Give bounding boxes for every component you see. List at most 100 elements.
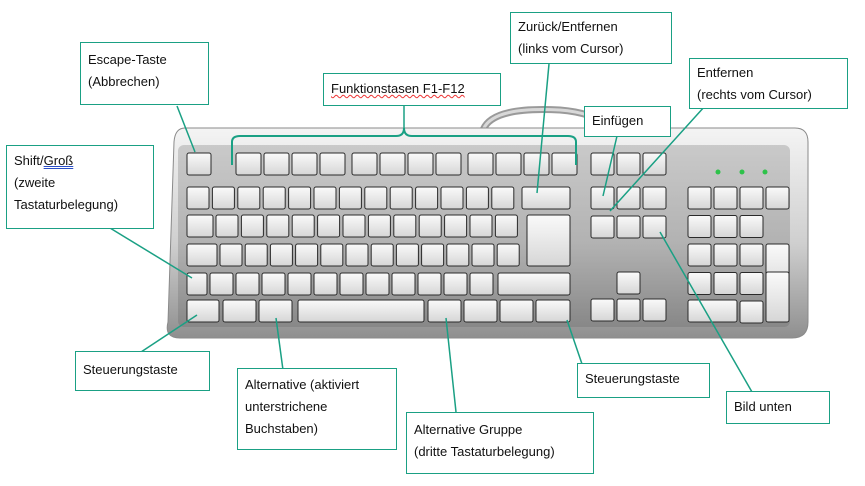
keyboard-key xyxy=(440,186,464,210)
keyboard-key xyxy=(616,298,641,322)
keyboard-key xyxy=(421,243,445,267)
keyboard-key xyxy=(616,152,641,176)
pagedown-key-callout: Bild unten xyxy=(726,391,830,424)
keyboard-key xyxy=(739,272,764,295)
keyboard-key xyxy=(465,186,489,210)
keyboard-key xyxy=(338,186,362,210)
keyboard-key xyxy=(291,214,315,238)
keyboard-key xyxy=(389,186,413,210)
keyboard-key xyxy=(739,300,764,324)
keyboard-key xyxy=(288,186,312,210)
keyboard-key xyxy=(687,299,738,323)
callout-text: Groß xyxy=(43,153,74,168)
keyboard-key xyxy=(687,186,712,210)
keyboard-key xyxy=(379,152,406,176)
leader-line xyxy=(445,317,457,413)
keyboard-key xyxy=(499,299,534,323)
insert-key-callout: Einfügen xyxy=(584,106,671,137)
leader-line xyxy=(602,135,618,197)
keyboard-key xyxy=(642,152,667,176)
callout-line: (rechts vom Cursor) xyxy=(697,87,812,102)
keyboard-key xyxy=(713,186,738,210)
keyboard-key xyxy=(393,214,417,238)
keyboard-key xyxy=(263,152,290,176)
callout-line: Funktionstasen F1-F12 xyxy=(331,81,465,96)
keyboard-key xyxy=(467,152,494,176)
callout-line: (zweite xyxy=(14,175,56,190)
keyboard-key xyxy=(497,272,571,296)
keyboard-key xyxy=(469,214,493,238)
leader-line xyxy=(109,227,193,279)
keyboard-key xyxy=(765,271,790,323)
keyboard-key xyxy=(739,243,764,267)
altgr-key-callout: Alternative Gruppe (dritte Tastaturbeleg… xyxy=(406,412,594,474)
keyboard-key xyxy=(415,186,439,210)
ctrl-left-callout: Steuerungstaste xyxy=(75,351,210,391)
callout-line: (dritte Tastaturbelegung) xyxy=(414,444,555,459)
keyboard-key xyxy=(186,186,210,210)
keyboard-key xyxy=(342,214,366,238)
keyboard-key xyxy=(590,186,615,210)
leader-line xyxy=(609,105,706,212)
keyboard-key xyxy=(494,214,518,238)
callout-line: (links vom Cursor) xyxy=(518,41,624,56)
ctrl-right-callout: Steuerungstaste xyxy=(577,363,710,398)
callout-line: Einfügen xyxy=(592,113,644,128)
callout-line: Steuerungstaste xyxy=(585,371,680,386)
keyboard-key xyxy=(186,243,218,267)
keyboard-key xyxy=(295,243,319,267)
keyboard-key xyxy=(320,243,344,267)
keyboard-key xyxy=(469,272,494,296)
keyboard-key xyxy=(687,215,712,238)
keyboard-key xyxy=(765,186,790,210)
keyboard-key xyxy=(491,186,515,210)
keyboard-key xyxy=(642,215,667,239)
keyboard-key xyxy=(526,214,571,267)
leader-line xyxy=(137,314,198,355)
keyboard-key xyxy=(237,186,261,210)
keyboard-key xyxy=(446,243,470,267)
keyboard-key xyxy=(687,272,712,295)
keyboard-key xyxy=(713,272,738,295)
callout-line: Buchstaben) xyxy=(245,421,318,436)
leader-line xyxy=(659,231,753,393)
shift-key-callout: Shift/Groß (zweite Tastaturbelegung) xyxy=(6,145,154,229)
keyboard-key xyxy=(642,298,667,322)
keyboard-key xyxy=(262,186,286,210)
keyboard-key xyxy=(418,214,442,238)
leader-line xyxy=(536,63,550,194)
alt-key-callout: Alternative (aktiviert unterstrichene Bu… xyxy=(237,368,397,450)
keyboard-key xyxy=(235,152,262,176)
callout-line: (Abbrechen) xyxy=(88,74,160,89)
callout-line: Escape-Taste xyxy=(88,52,167,67)
keyboard-key xyxy=(521,186,571,210)
callout-line: unterstrichene xyxy=(245,399,328,414)
keyboard-key xyxy=(186,272,208,296)
keyboard-key xyxy=(407,152,434,176)
callout-text: Shift/ xyxy=(14,153,44,168)
keyboard-key xyxy=(211,186,235,210)
keyboard-key xyxy=(370,243,394,267)
keyboard-key xyxy=(269,243,293,267)
keyboard-key xyxy=(351,152,378,176)
status-led xyxy=(715,169,721,175)
keyboard-key xyxy=(739,186,764,210)
keyboard-key xyxy=(523,152,550,176)
backspace-key-callout: Zurück/Entfernen (links vom Cursor) xyxy=(510,12,672,64)
keyboard-key xyxy=(339,272,364,296)
keyboard-key xyxy=(258,299,293,323)
keyboard-key xyxy=(713,243,738,267)
keyboard-key xyxy=(244,243,268,267)
callout-line: Alternative Gruppe xyxy=(414,422,523,437)
callout-line: Bild unten xyxy=(734,399,792,414)
keyboard-key xyxy=(739,215,764,238)
keyboard-key xyxy=(319,152,346,176)
keyboard-key xyxy=(186,214,214,238)
keyboard-key xyxy=(616,271,641,295)
keyboard-key xyxy=(713,215,738,238)
keyboard-key xyxy=(391,272,416,296)
keyboard-key xyxy=(417,272,442,296)
keyboard-key xyxy=(367,214,391,238)
keyboard-key xyxy=(435,152,462,176)
